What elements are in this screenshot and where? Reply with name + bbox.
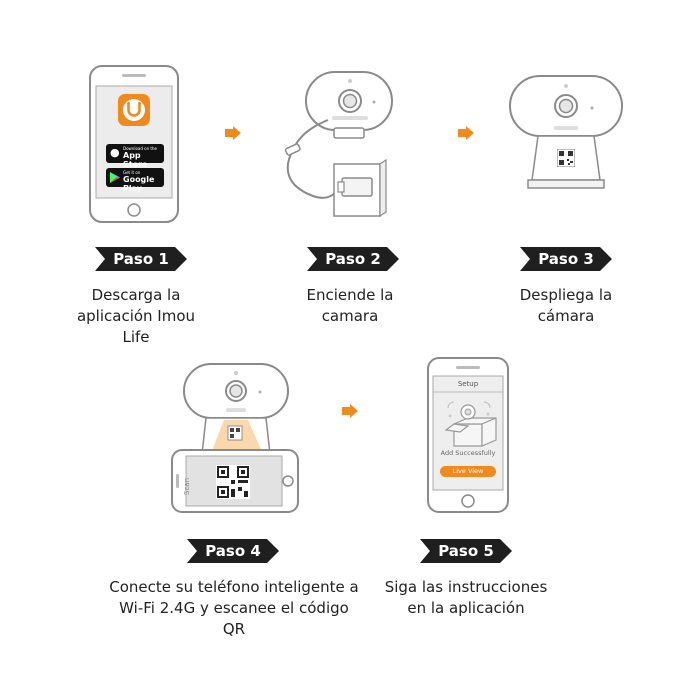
qr-code-icon bbox=[216, 465, 250, 499]
caption-line: Siga las instrucciones bbox=[384, 578, 548, 596]
caption-line: Despliega la bbox=[519, 286, 613, 304]
google-play-label: Google Play bbox=[123, 175, 155, 193]
step5-caption: Siga las instrucciones en la aplicación bbox=[376, 577, 556, 619]
live-view-button[interactable]: Live View bbox=[440, 466, 496, 477]
caption-line: Wi-Fi 2.4G y escanee el código bbox=[119, 599, 349, 617]
arrow-right-icon bbox=[458, 126, 474, 140]
step2-badge: Paso 2 bbox=[307, 247, 399, 271]
caption-line: Life bbox=[122, 328, 150, 346]
step3-camera-illustration bbox=[508, 72, 624, 192]
caption-line: Enciende la bbox=[306, 286, 394, 304]
step3-caption: Despliega la cámara bbox=[478, 285, 654, 327]
caption-line: camara bbox=[321, 307, 379, 325]
arrow-right-icon bbox=[342, 404, 358, 418]
caption-line: Descarga la bbox=[91, 286, 181, 304]
app-store-small-label: Download on the bbox=[123, 146, 157, 151]
google-play-small-label: Get it on bbox=[123, 170, 141, 175]
step1-phone-illustration: ● Download on the App Store Get it on Go… bbox=[88, 64, 180, 224]
step4-badge: Paso 4 bbox=[187, 539, 279, 563]
step1-caption: Descarga la aplicación Imou Life bbox=[48, 285, 224, 348]
step3-badge: Paso 3 bbox=[520, 247, 612, 271]
step1-badge-label: Paso 1 bbox=[113, 250, 169, 268]
caption-line: cámara bbox=[537, 307, 595, 325]
apple-icon: ● bbox=[110, 146, 120, 159]
step2-camera-illustration bbox=[268, 68, 398, 228]
arrow-right-icon bbox=[225, 126, 241, 140]
step5-badge: Paso 5 bbox=[420, 539, 512, 563]
step4-caption: Conecte su teléfono inteligente a Wi-Fi … bbox=[100, 577, 368, 640]
step5-badge-label: Paso 5 bbox=[438, 542, 494, 560]
step2-badge-label: Paso 2 bbox=[325, 250, 381, 268]
google-play-icon bbox=[110, 172, 120, 183]
step2-caption: Enciende la camara bbox=[262, 285, 438, 327]
step5-phone-illustration: Setup Add Successfully Live View bbox=[426, 356, 510, 514]
app-store-button[interactable]: ● Download on the App Store bbox=[106, 144, 164, 169]
qr-code-icon bbox=[557, 149, 575, 167]
app-store-label: App Store bbox=[123, 151, 148, 169]
step4-badge-label: Paso 4 bbox=[205, 542, 261, 560]
step3-badge-label: Paso 3 bbox=[538, 250, 594, 268]
google-play-button[interactable]: Get it on Google Play bbox=[106, 168, 164, 193]
step1-badge: Paso 1 bbox=[95, 247, 187, 271]
caption-line: QR bbox=[222, 620, 246, 638]
caption-line: Conecte su teléfono inteligente a bbox=[109, 578, 359, 596]
step4-scan-illustration bbox=[170, 362, 300, 516]
caption-line: aplicación Imou bbox=[76, 307, 196, 325]
setup-title: Setup bbox=[457, 380, 479, 388]
caption-line: en la aplicación bbox=[407, 599, 525, 617]
imou-app-icon[interactable] bbox=[118, 94, 150, 126]
add-successfully-text: Add Successfully bbox=[440, 449, 496, 457]
scan-label-display: Scan bbox=[183, 477, 191, 495]
